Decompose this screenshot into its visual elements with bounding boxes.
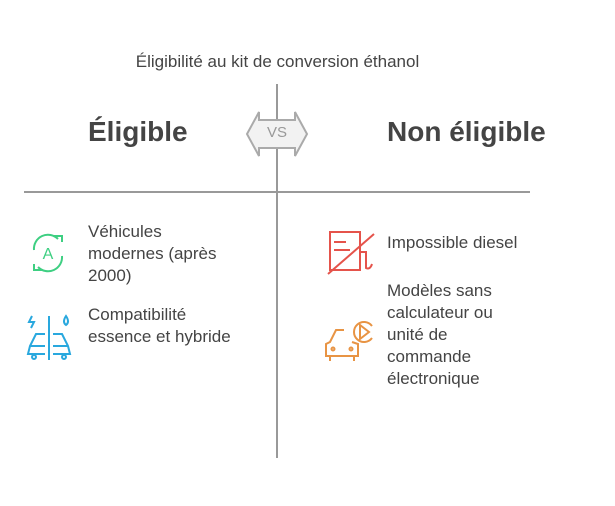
horizontal-divider (24, 191, 530, 193)
automatic-cycle-icon: A (32, 233, 64, 273)
item-diesel-impossible: Impossible diesel (387, 233, 518, 252)
no-diesel-icon (327, 231, 375, 275)
car-play-icon (325, 321, 373, 361)
car-fuel-hybrid-icon (26, 314, 72, 360)
item-modern-vehicles: Véhicules modernes (après 2000) (88, 222, 217, 285)
svg-text:A: A (43, 246, 54, 263)
item-fuel-compatibility: Compatibilité essence et hybride (88, 305, 231, 346)
eligible-heading: Éligible (88, 116, 188, 147)
vs-label: VS (266, 124, 287, 141)
item-no-ecu: Modèles sans calculateur ou unité de com… (387, 281, 493, 388)
diagram-title: Éligibilité au kit de conversion éthanol (135, 52, 420, 71)
vs-badge (245, 111, 309, 157)
vertical-divider (276, 84, 278, 458)
not-eligible-heading: Non éligible (387, 116, 546, 147)
